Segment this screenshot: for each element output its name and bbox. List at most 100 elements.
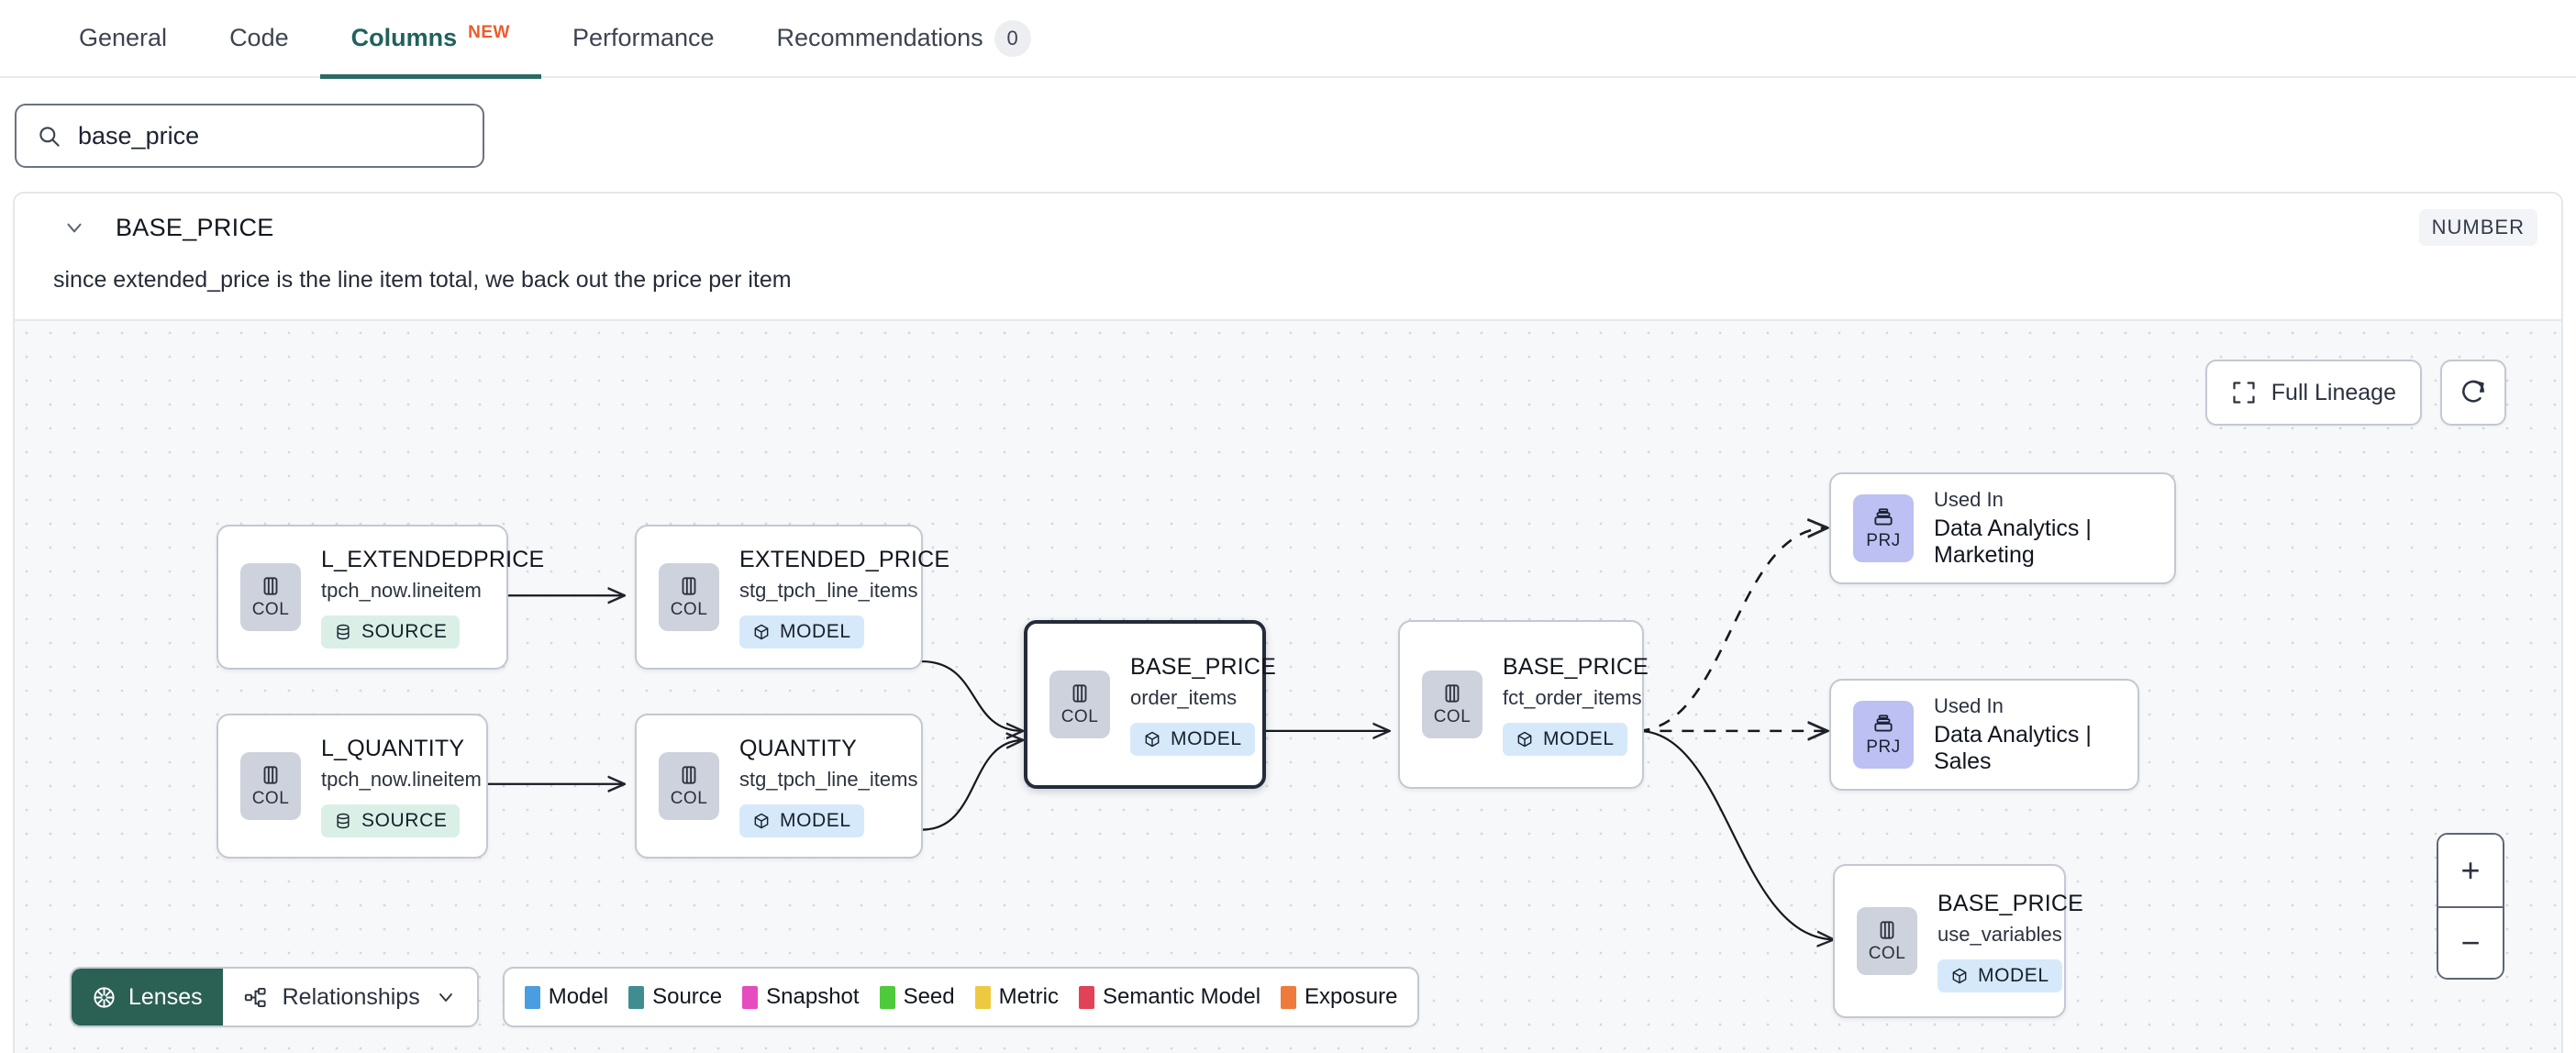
- column-type-badge: NUMBER: [2418, 209, 2537, 246]
- node-kind-label: MODEL: [1171, 727, 1242, 749]
- lenses-button[interactable]: Lenses: [72, 969, 223, 1025]
- legend-swatch: [742, 985, 759, 1009]
- lineage-node-l-extendedprice[interactable]: COL L_EXTENDEDPRICE tpch_now.lineitem SO…: [217, 525, 544, 670]
- node-subtitle: stg_tpch_line_items: [739, 578, 918, 602]
- tab-label: Performance: [572, 24, 715, 51]
- col-badge-label: COL: [670, 600, 708, 619]
- lineage-node-project-marketing[interactable]: PRJ Used In Data Analytics | Marketing: [1829, 472, 2176, 584]
- col-badge-label: COL: [1433, 707, 1471, 726]
- node-subtitle: fct_order_items: [1503, 685, 1642, 709]
- refresh-button[interactable]: [2440, 360, 2506, 426]
- prj-badge: PRJ: [1853, 494, 1914, 562]
- legend-label: Semantic Model: [1102, 984, 1261, 1009]
- legend-label: Seed: [903, 984, 955, 1009]
- col-badge: COL: [240, 563, 301, 631]
- expand-icon: [2231, 380, 2257, 405]
- zoom-in-button[interactable]: +: [2438, 835, 2503, 906]
- lineage-node-base-price-fct-order-items[interactable]: COL BASE_PRICE fct_order_items MODEL: [1398, 620, 1649, 789]
- col-badge-label: COL: [1060, 707, 1099, 726]
- node-subtitle: tpch_now.lineitem: [321, 578, 482, 602]
- tab-performance[interactable]: Performance: [541, 0, 746, 77]
- used-in-label: Used In: [1934, 694, 2004, 717]
- node-name: L_QUANTITY: [321, 735, 465, 761]
- legend-swatch: [628, 985, 645, 1009]
- node-kind-label: SOURCE: [361, 809, 448, 831]
- node-kind-badge: SOURCE: [321, 615, 461, 648]
- node-type-legend: Model Source Snapshot Seed Metric: [502, 967, 1420, 1027]
- zoom-out-button[interactable]: −: [2438, 906, 2503, 978]
- lineage-canvas[interactable]: COL L_EXTENDEDPRICE tpch_now.lineitem SO…: [15, 319, 2561, 1053]
- legend-label: Snapshot: [766, 984, 860, 1009]
- node-kind-badge: MODEL: [739, 615, 864, 648]
- node-subtitle: stg_tpch_line_items: [739, 767, 918, 791]
- node-name: QUANTITY: [739, 735, 857, 761]
- column-description: since extended_price is the line item to…: [53, 267, 792, 293]
- lineage-node-project-sales[interactable]: PRJ Used In Data Analytics | Sales: [1829, 679, 2139, 791]
- lineage-node-l-quantity[interactable]: COL L_QUANTITY tpch_now.lineitem SOURCE: [217, 714, 488, 859]
- node-name: BASE_PRICE: [1938, 890, 2084, 916]
- page-title: BASE_PRICE: [116, 213, 274, 241]
- prj-badge-label: PRJ: [1866, 531, 1901, 550]
- legend-item-exposure[interactable]: Exposure: [1281, 984, 1397, 1010]
- node-kind-label: MODEL: [780, 809, 851, 831]
- tab-code[interactable]: Code: [198, 0, 320, 77]
- search-row: [0, 78, 2576, 192]
- col-badge: COL: [1049, 671, 1110, 738]
- search-icon: [37, 124, 61, 149]
- node-kind-badge: SOURCE: [321, 804, 461, 837]
- zoom-controls[interactable]: + −: [2437, 833, 2504, 980]
- legend-item-seed[interactable]: Seed: [879, 984, 955, 1010]
- col-badge: COL: [659, 563, 719, 631]
- col-badge-label: COL: [1868, 944, 1906, 963]
- used-in-value: Data Analytics | Marketing: [1934, 515, 2092, 568]
- prj-badge-label: PRJ: [1866, 737, 1901, 757]
- col-badge: COL: [1422, 671, 1482, 738]
- legend-item-metric[interactable]: Metric: [974, 984, 1059, 1010]
- chevron-down-icon[interactable]: [62, 216, 86, 239]
- legend-item-model[interactable]: Model: [524, 984, 609, 1010]
- tab-label: Columns: [350, 24, 458, 51]
- legend-swatch: [1078, 985, 1094, 1009]
- node-name: EXTENDED_PRICE: [739, 546, 950, 572]
- tab-general[interactable]: General: [48, 0, 198, 77]
- tab-bar: General Code Columns NEW Performance Rec…: [0, 0, 2576, 79]
- full-lineage-button[interactable]: Full Lineage: [2204, 360, 2422, 426]
- col-badge: COL: [659, 752, 719, 820]
- refresh-icon: [2459, 378, 2488, 407]
- used-in-value: Data Analytics | Sales: [1934, 722, 2092, 774]
- col-badge: COL: [240, 752, 301, 820]
- chevron-down-icon: [435, 986, 457, 1008]
- col-badge-label: COL: [251, 789, 290, 808]
- lineage-node-quantity[interactable]: COL QUANTITY stg_tpch_line_items MODEL: [635, 714, 923, 859]
- relationships-dropdown[interactable]: Relationships: [222, 969, 477, 1025]
- tab-columns[interactable]: Columns NEW: [319, 0, 542, 79]
- legend-item-semantic-model[interactable]: Semantic Model: [1078, 984, 1261, 1010]
- lineage-node-extended-price[interactable]: COL EXTENDED_PRICE stg_tpch_line_items M…: [635, 525, 949, 670]
- legend-item-snapshot[interactable]: Snapshot: [742, 984, 860, 1010]
- node-subtitle: order_items: [1130, 685, 1238, 709]
- node-subtitle: tpch_now.lineitem: [321, 767, 482, 791]
- col-badge-label: COL: [670, 789, 708, 808]
- prj-badge: PRJ: [1853, 701, 1914, 769]
- node-kind-label: SOURCE: [361, 620, 448, 642]
- new-badge: NEW: [468, 22, 510, 42]
- column-header[interactable]: BASE_PRICE NUMBER: [15, 194, 2561, 261]
- tab-recommendations[interactable]: Recommendations 0: [746, 0, 1062, 77]
- lineage-node-base-price-use-variables[interactable]: COL BASE_PRICE use_variables MODEL: [1833, 864, 2083, 1018]
- node-kind-label: MODEL: [1978, 964, 2049, 986]
- legend-label: Metric: [998, 984, 1059, 1009]
- tab-label: Recommendations: [776, 24, 983, 51]
- legend-label: Model: [548, 984, 609, 1009]
- search-box[interactable]: [15, 104, 484, 168]
- search-input[interactable]: [78, 121, 462, 150]
- tab-label: Code: [229, 24, 289, 51]
- lineage-edges: [468, 321, 2561, 1053]
- lineage-node-base-price-order-items[interactable]: COL BASE_PRICE order_items MODEL: [1024, 620, 1276, 789]
- lenses-relationships-group: Lenses Relationships: [70, 967, 479, 1027]
- legend-label: Exposure: [1305, 984, 1398, 1009]
- node-kind-badge: MODEL: [1938, 959, 2062, 992]
- recommendations-count-badge: 0: [994, 19, 1031, 57]
- legend-item-source[interactable]: Source: [628, 984, 722, 1010]
- node-kind-label: MODEL: [1543, 727, 1615, 749]
- lineage-toolbar: Lenses Relationships: [70, 967, 1420, 1027]
